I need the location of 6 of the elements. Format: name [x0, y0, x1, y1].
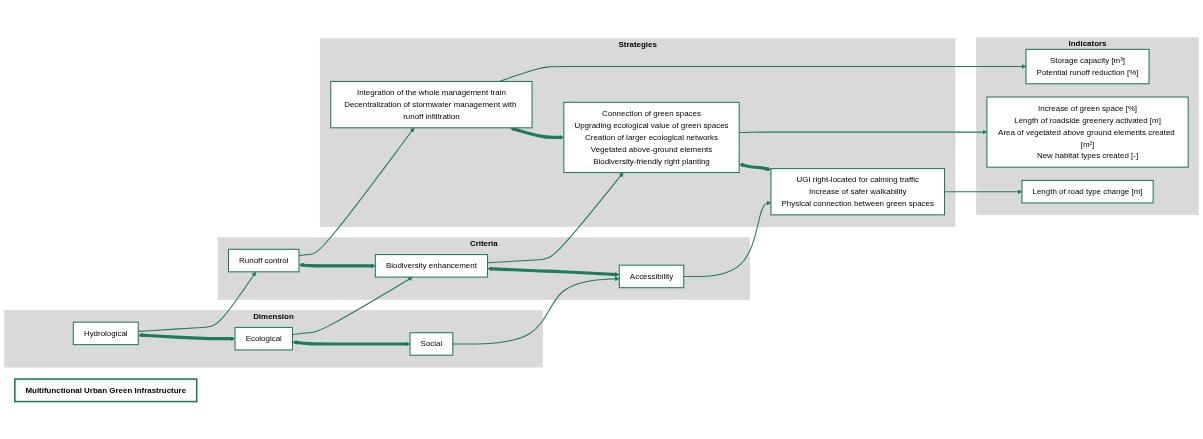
arrow — [292, 340, 411, 347]
arrow — [739, 163, 772, 172]
arrow — [452, 276, 620, 345]
arrow — [138, 333, 236, 341]
arrow — [299, 262, 376, 269]
arrow — [487, 266, 620, 277]
